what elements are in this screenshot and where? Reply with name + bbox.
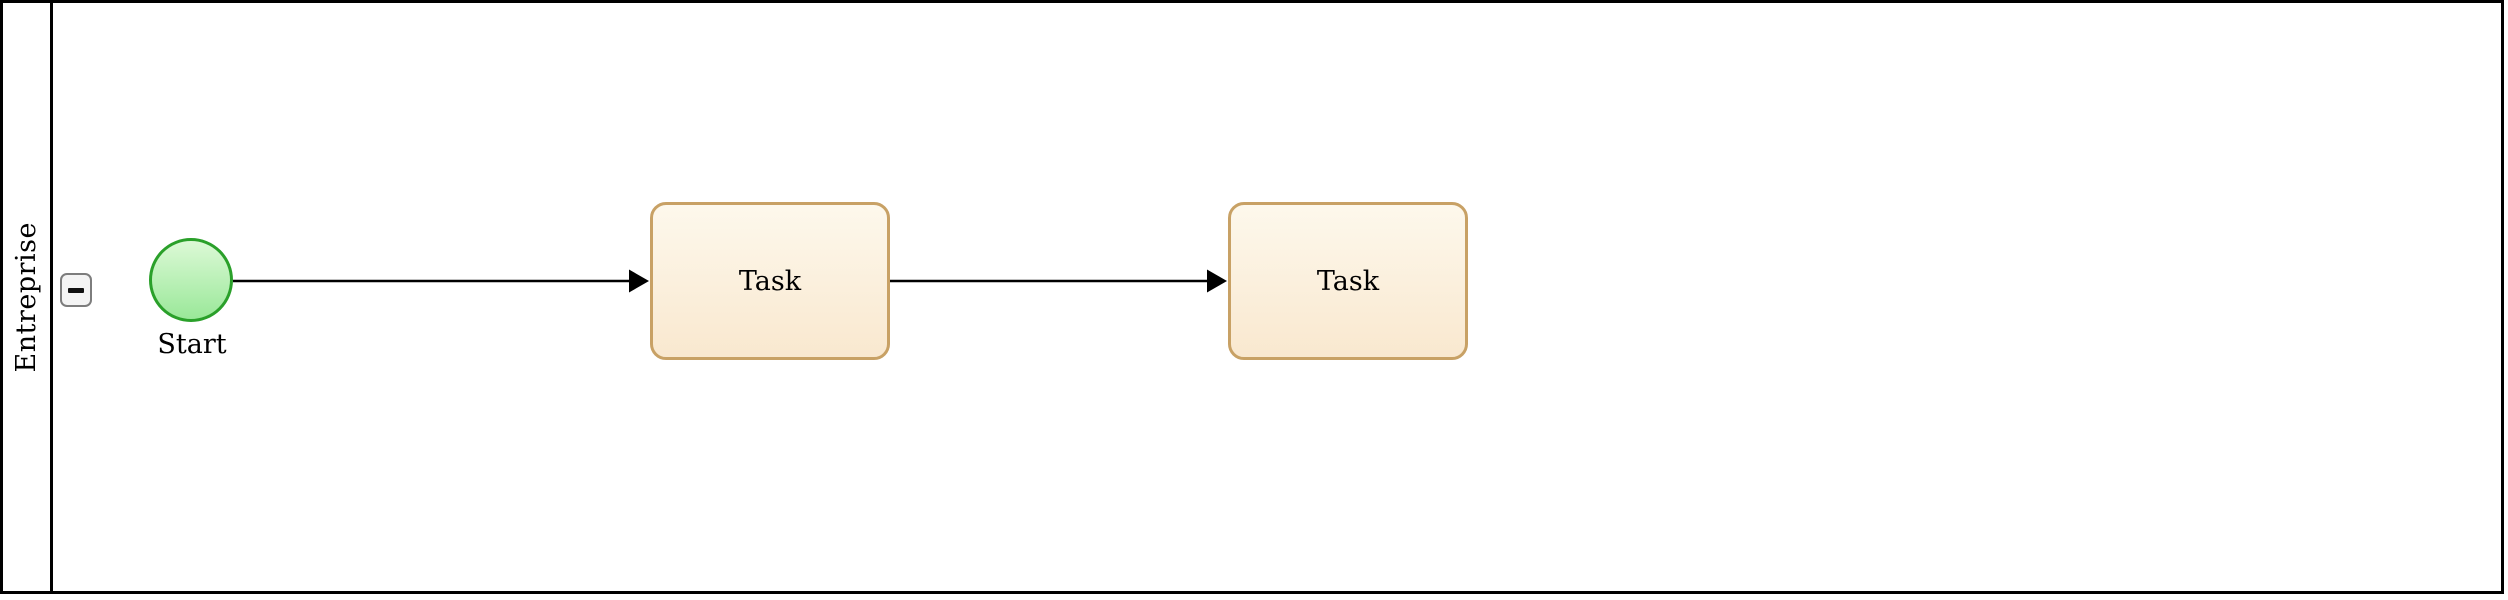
arrowhead-icon bbox=[1207, 269, 1227, 293]
task-1-label: Task bbox=[738, 265, 802, 297]
sequence-flow-start-task1[interactable] bbox=[233, 269, 649, 293]
minus-icon bbox=[68, 287, 84, 293]
pool-body: Start Task Task bbox=[53, 3, 2501, 591]
start-event[interactable] bbox=[149, 238, 233, 322]
task-2-label: Task bbox=[1316, 265, 1380, 297]
arrowhead-icon bbox=[629, 269, 649, 293]
pool-label: Entreprise bbox=[11, 221, 42, 373]
task-1[interactable]: Task bbox=[650, 202, 890, 360]
pool-title-strip[interactable]: Entreprise bbox=[3, 3, 53, 591]
collapse-pool-button[interactable] bbox=[60, 273, 92, 307]
task-2[interactable]: Task bbox=[1228, 202, 1468, 360]
sequence-flow-task1-task2[interactable] bbox=[890, 269, 1227, 293]
sequence-flows-layer bbox=[233, 269, 1227, 293]
start-event-label: Start bbox=[157, 329, 227, 360]
